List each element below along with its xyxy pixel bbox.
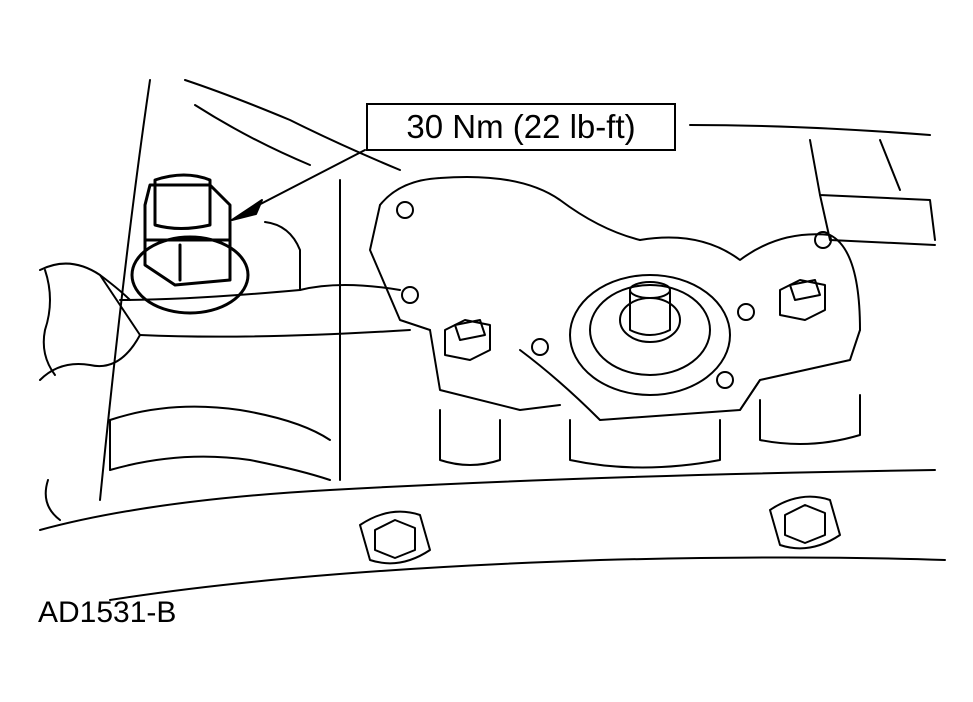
pan-bolt-left <box>359 510 431 565</box>
hose <box>39 262 141 381</box>
figure-id: AD1531-B <box>38 596 177 629</box>
lower-cylinders <box>439 394 861 469</box>
pan-bolt-right <box>769 495 841 550</box>
torque-label: 30 Nm (22 lb-ft) <box>406 108 636 145</box>
torque-callout: 30 Nm (22 lb-ft) <box>366 103 676 151</box>
cylinder-left <box>109 405 331 481</box>
upper-right-bracket <box>809 139 936 246</box>
housing-outline <box>39 79 946 601</box>
cover-bolt-right <box>779 279 826 321</box>
servo-cover <box>519 274 761 421</box>
cover-bolt-left <box>444 319 491 361</box>
callout-leader <box>231 149 366 221</box>
bracket-arm <box>119 221 411 338</box>
drain-plug <box>130 173 250 315</box>
